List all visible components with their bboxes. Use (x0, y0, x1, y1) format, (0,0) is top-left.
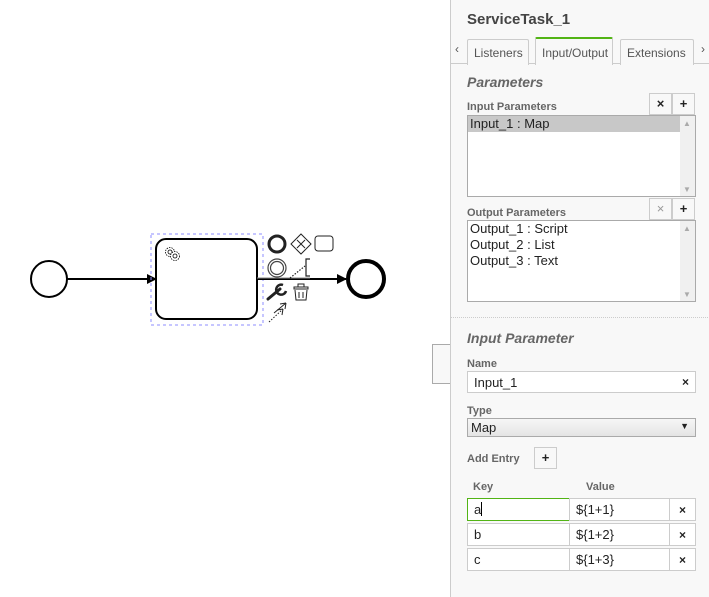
delete-entry-button[interactable]: × (669, 548, 696, 571)
scroll-down-icon[interactable]: ▼ (683, 290, 691, 299)
value-text: ${1+2} (576, 527, 614, 542)
key-value: a (474, 502, 482, 517)
scrollbar[interactable]: ▲ ▼ (680, 221, 695, 301)
gear-icon (165, 247, 180, 261)
entry-row: c ${1+3} × (467, 548, 696, 571)
element-title: ServiceTask_1 (467, 11, 571, 28)
chevron-down-icon: ▼ (680, 421, 689, 431)
connect-icon[interactable] (268, 302, 287, 323)
parameters-heading: Parameters (467, 74, 544, 90)
key-column-header: Key (473, 481, 494, 493)
input-parameters-label: Input Parameters (467, 101, 557, 113)
tab-next-button[interactable]: › (701, 42, 705, 56)
value-column-header: Value (586, 481, 615, 493)
panel-resize-handle[interactable] (432, 344, 452, 384)
list-item[interactable]: Input_1 : Map (468, 116, 680, 132)
clear-name-button[interactable]: × (681, 375, 689, 389)
delete-entry-button[interactable]: × (669, 523, 696, 546)
scrollbar[interactable]: ▲ ▼ (680, 116, 695, 196)
scroll-up-icon[interactable]: ▲ (683, 119, 691, 128)
gateway-icon[interactable] (290, 233, 312, 255)
key-input[interactable]: b (467, 523, 570, 546)
type-label: Type (467, 405, 492, 417)
tab-input-output[interactable]: Input/Output (535, 37, 613, 65)
value-text: ${1+3} (576, 552, 614, 567)
output-parameters-list[interactable]: Output_1 : Script Output_2 : List Output… (467, 220, 696, 302)
input-parameter-heading: Input Parameter (467, 330, 574, 346)
remove-output-parameter-button[interactable]: × (649, 198, 672, 220)
wrench-icon[interactable] (266, 283, 288, 301)
remove-input-parameter-button[interactable]: × (649, 93, 672, 115)
value-input[interactable]: ${1+1} (569, 498, 670, 521)
delete-entry-button[interactable]: × (669, 498, 696, 521)
context-pad (266, 233, 334, 323)
value-text: ${1+1} (576, 502, 614, 517)
name-input[interactable]: Input_1 × (467, 371, 696, 393)
entry-row: a ${1+1} × (467, 498, 696, 521)
list-item[interactable]: Output_3 : Text (470, 253, 558, 268)
tab-prev-button[interactable]: ‹ (455, 42, 459, 56)
diagram-canvas[interactable] (0, 0, 450, 597)
section-divider (451, 317, 709, 318)
key-input[interactable]: a (467, 498, 570, 521)
start-event[interactable] (30, 260, 68, 298)
type-select[interactable]: Map ▼ (467, 418, 696, 437)
tab-extensions[interactable]: Extensions (620, 39, 694, 65)
input-parameters-list[interactable]: Input_1 : Map ▲ ▼ (467, 115, 696, 197)
end-event[interactable] (346, 259, 386, 299)
value-input[interactable]: ${1+3} (569, 548, 670, 571)
key-input[interactable]: c (467, 548, 570, 571)
add-output-parameter-button[interactable]: + (672, 198, 695, 220)
output-parameters-label: Output Parameters (467, 207, 567, 219)
task-icon[interactable] (314, 235, 334, 252)
text-cursor (481, 502, 483, 516)
add-entry-button[interactable]: + (534, 447, 557, 469)
tab-bar: ‹ Listeners Input/Output Extensions › (451, 37, 709, 65)
list-item[interactable]: Output_1 : Script (470, 221, 568, 236)
list-item[interactable]: Output_2 : List (470, 237, 555, 252)
entry-row: b ${1+2} × (467, 523, 696, 546)
text-annotation-icon[interactable] (289, 258, 310, 279)
intermediate-event-icon[interactable] (267, 258, 287, 278)
add-entry-label: Add Entry (467, 453, 520, 465)
name-label: Name (467, 358, 497, 370)
key-value: b (474, 527, 482, 542)
trash-icon[interactable] (293, 283, 309, 301)
key-value: c (474, 552, 481, 567)
add-input-parameter-button[interactable]: + (672, 93, 695, 115)
name-value: Input_1 (474, 375, 518, 390)
scroll-down-icon[interactable]: ▼ (683, 185, 691, 194)
bpmn-diagram[interactable] (0, 0, 450, 597)
end-event-icon[interactable] (267, 234, 287, 254)
properties-panel: ServiceTask_1 ‹ Listeners Input/Output E… (450, 0, 709, 597)
type-value: Map (471, 420, 497, 435)
tab-listeners[interactable]: Listeners (467, 39, 529, 65)
value-input[interactable]: ${1+2} (569, 523, 670, 546)
scroll-up-icon[interactable]: ▲ (683, 224, 691, 233)
